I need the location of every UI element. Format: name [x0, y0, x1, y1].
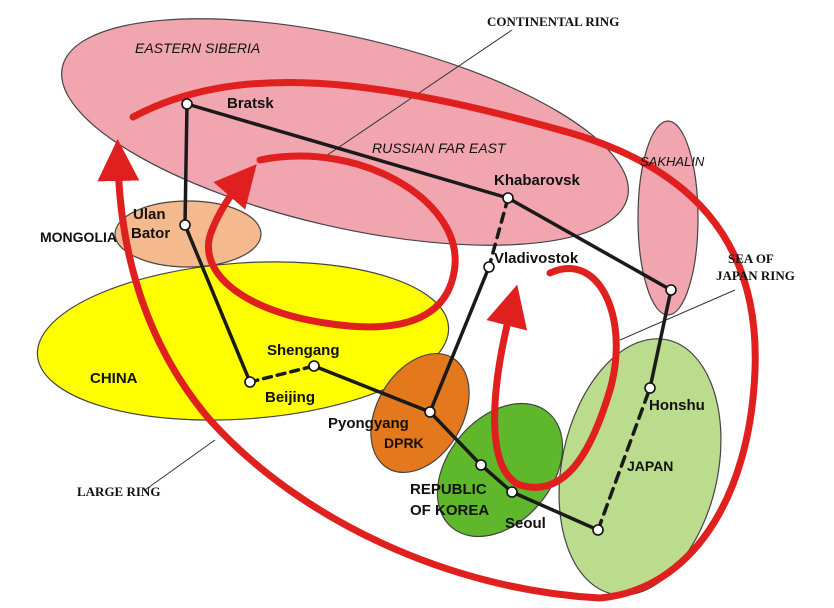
caption-continental-ring: CONTINENTAL RING	[487, 14, 619, 29]
routes	[183, 102, 673, 532]
caption-sea-of: SEA OF	[728, 251, 774, 266]
route-bratsk-ulan	[183, 102, 189, 227]
label-china: CHINA	[90, 370, 138, 387]
route-honshu-sakhalin	[648, 288, 673, 390]
node-sakhalin	[665, 284, 677, 296]
label-vladivostok: Vladivostok	[494, 250, 579, 267]
node-vladivostok	[483, 261, 495, 273]
continental-ring	[204, 152, 459, 331]
caption-japan-ring: JAPAN RING	[716, 268, 795, 283]
label-khabarovsk: Khabarovsk	[494, 172, 581, 189]
node-bratsk	[181, 98, 193, 110]
label-bratsk: Bratsk	[227, 95, 274, 112]
route-ulan-beijing	[183, 223, 252, 384]
label-ulan: Ulan	[133, 206, 166, 223]
route-khabarovsk-vladivostok	[487, 196, 510, 269]
node-shengang	[308, 360, 320, 372]
node-khabarovsk	[502, 192, 514, 204]
node-beijing	[244, 376, 256, 388]
node-pyongyang	[424, 406, 436, 418]
route-vladivostok-pyongyang	[428, 265, 491, 414]
label-dprk: DPRK	[384, 435, 424, 451]
large-ring-leader	[144, 439, 216, 491]
label-of-korea: OF KOREA	[410, 502, 489, 519]
route-bratsk-khabarovsk	[185, 102, 510, 200]
label-beijing: Beijing	[265, 389, 315, 406]
route-shengang-pyongyang	[312, 364, 432, 414]
label-mongolia: MONGOLIA	[40, 229, 117, 245]
caption-large-ring: LARGE RING	[77, 484, 160, 499]
route-khabarovsk-sakhalin	[506, 196, 673, 292]
large-ring	[97, 78, 759, 602]
label-honshu: Honshu	[649, 397, 705, 414]
rings	[97, 78, 759, 602]
route-beijing-shengang	[248, 364, 316, 384]
label-russian-far-east: RUSSIAN FAR EAST	[372, 140, 507, 156]
node-seoul	[506, 486, 518, 498]
label-shengang: Shengang	[267, 342, 340, 359]
city-nodes	[179, 98, 677, 536]
sea-of-japan-ring	[486, 265, 620, 491]
sea-of-japan-leader	[619, 289, 736, 341]
route-seoul-japan	[510, 490, 600, 532]
node-ulan-bator	[179, 219, 191, 231]
label-seoul: Seoul	[505, 515, 546, 532]
node-korea-mid	[475, 459, 487, 471]
node-japan-south	[592, 524, 604, 536]
label-japan: JAPAN	[627, 458, 673, 474]
node-honshu	[644, 382, 656, 394]
label-bator: Bator	[131, 225, 170, 242]
route-pyongyang-korea	[428, 410, 483, 467]
route-japan-honshu	[596, 386, 652, 532]
region-siberia	[61, 18, 629, 246]
route-korea-seoul	[479, 463, 514, 494]
label-sakhalin: SAKHALIN	[640, 154, 705, 169]
label-pyongyang: Pyongyang	[328, 415, 409, 432]
label-republic: REPUBLIC	[410, 481, 487, 498]
label-eastern-siberia: EASTERN SIBERIA	[135, 40, 260, 56]
